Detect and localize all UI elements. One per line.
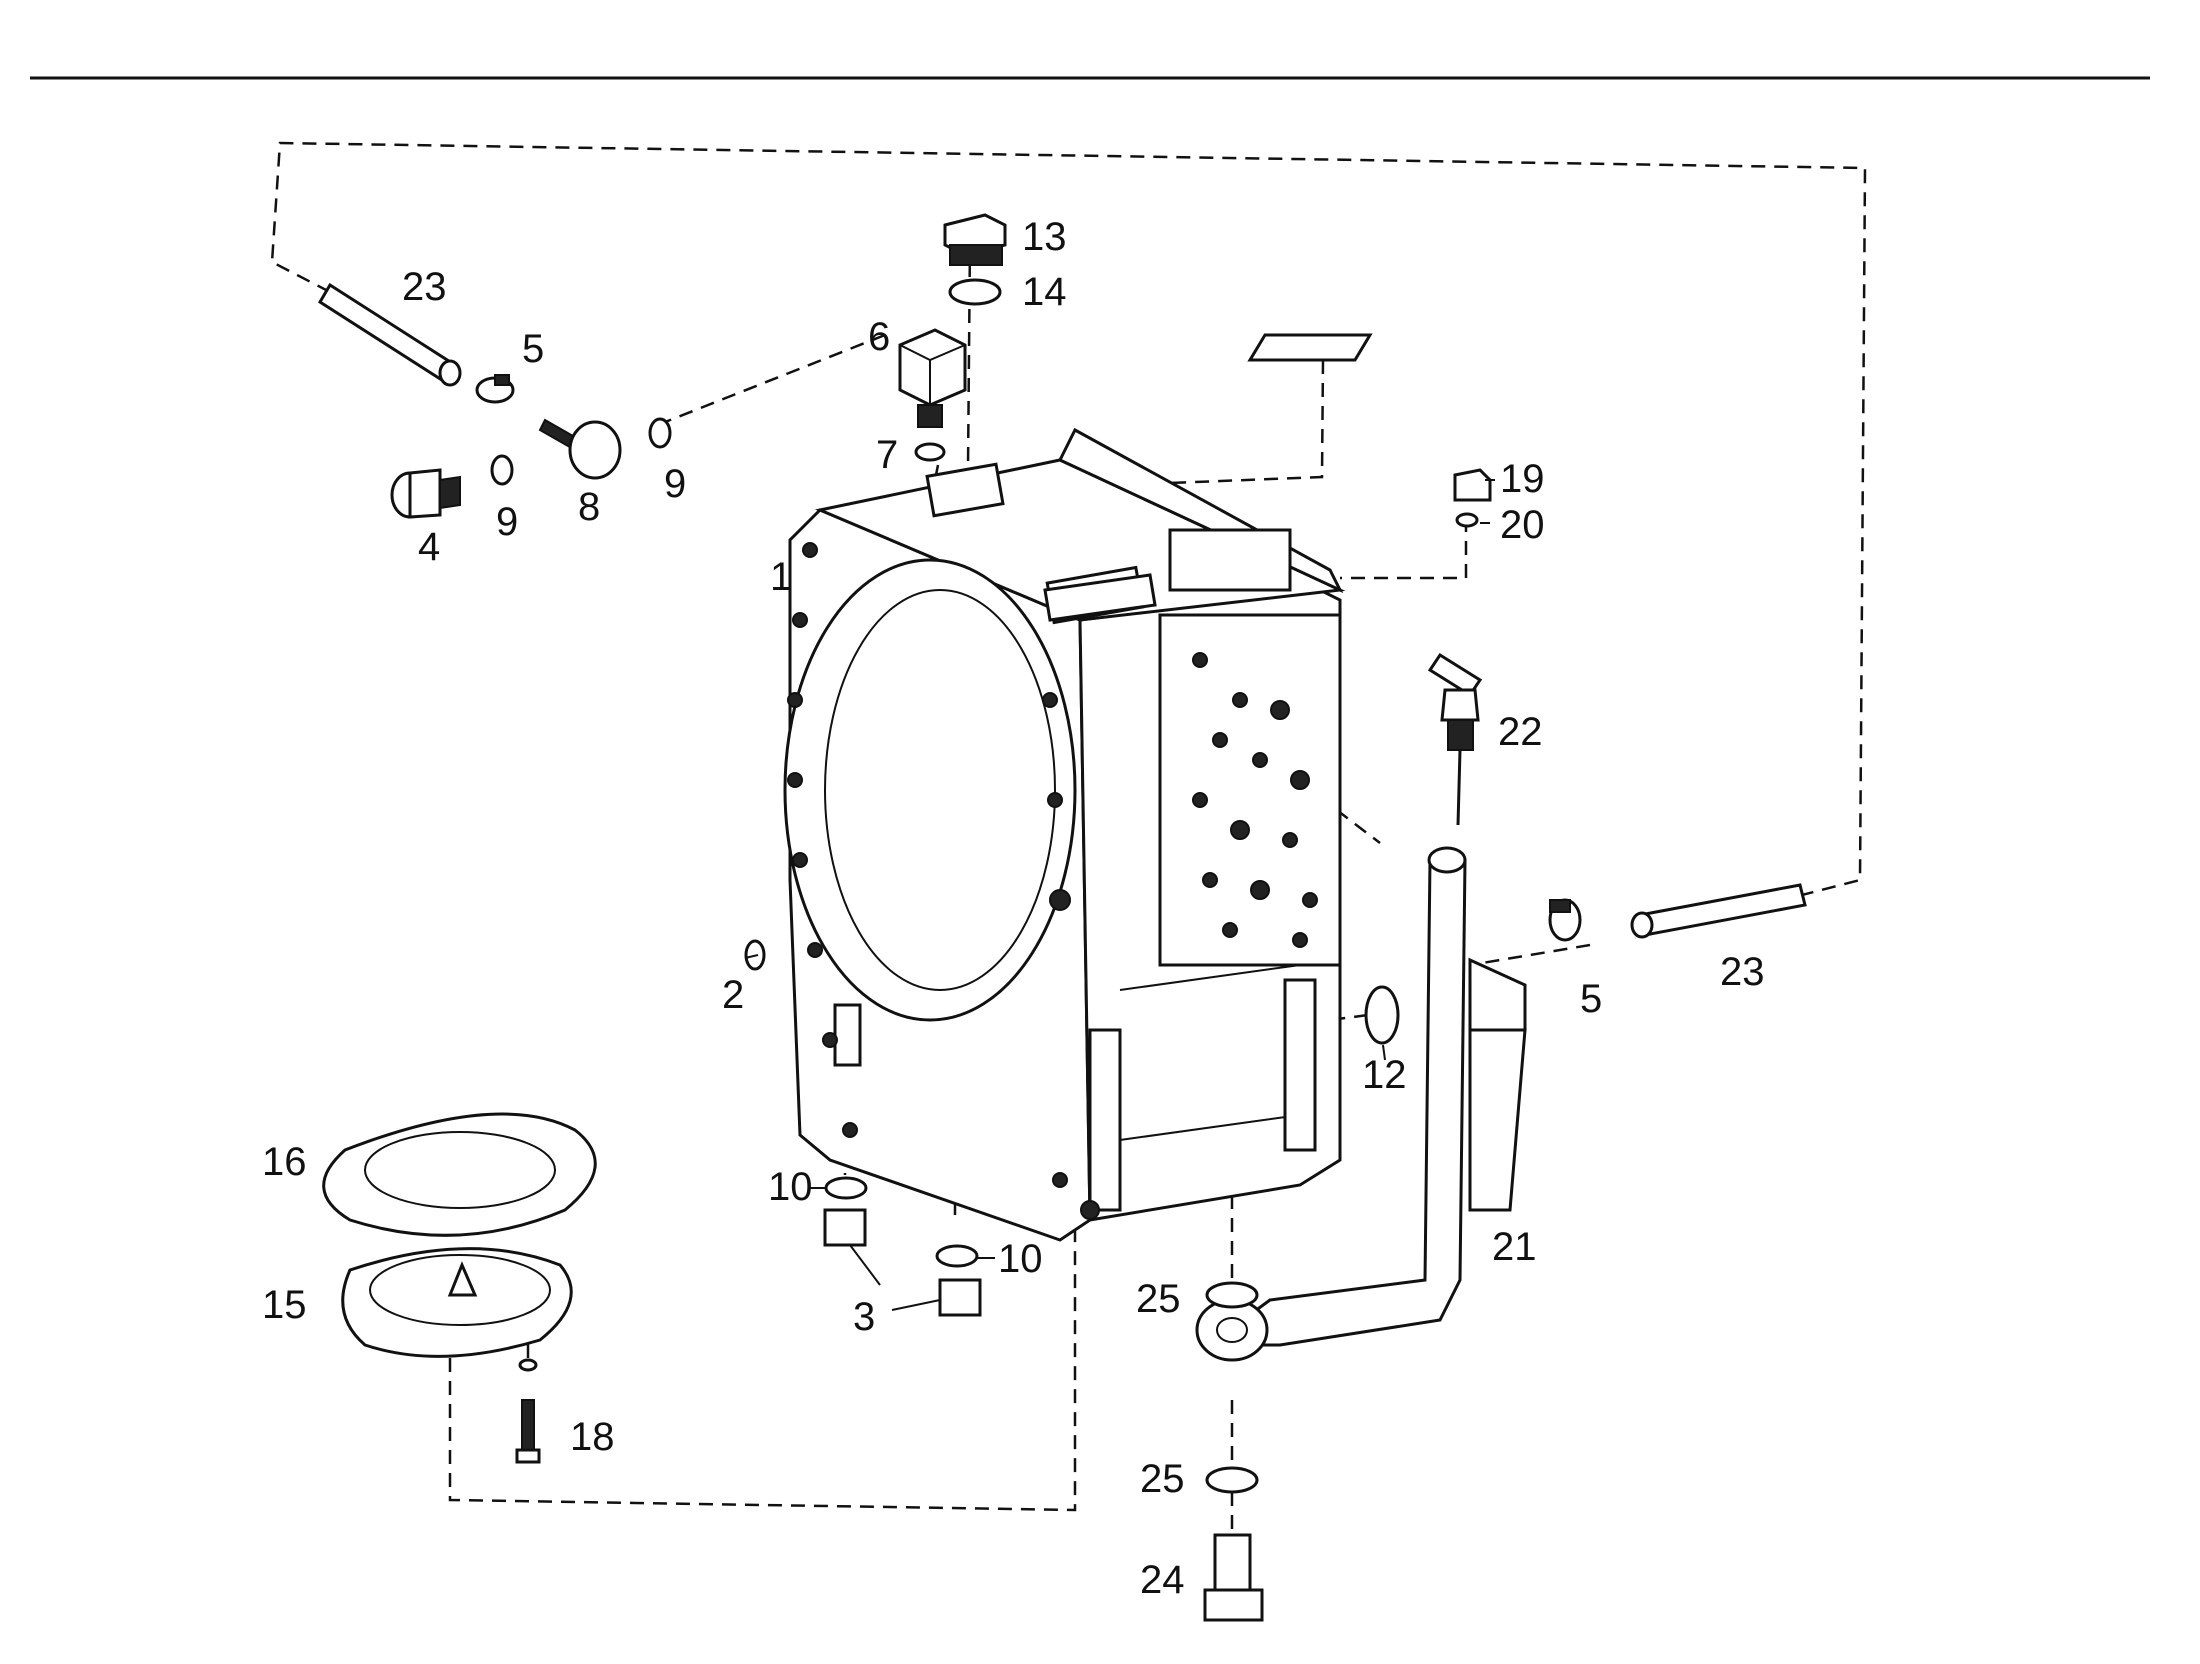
callout-5-top: 5 [522, 327, 544, 371]
callout-13: 13 [1022, 215, 1067, 259]
part-20-washer [1455, 512, 1479, 528]
callout-labels: 1 2 3 4 5 5 6 7 8 9 9 10 10 12 13 14 15 … [262, 215, 1765, 1602]
callout-22: 22 [1498, 710, 1543, 754]
callout-15: 15 [262, 1283, 307, 1327]
callout-14: 14 [1022, 270, 1067, 314]
callout-25-top: 25 [1136, 1277, 1181, 1321]
part-9-washer-left [490, 454, 514, 486]
callout-10-left: 10 [768, 1165, 813, 1209]
part-21-pipe [1195, 846, 1467, 1362]
callout-12: 12 [1362, 1053, 1407, 1097]
callout-1: 1 [770, 555, 792, 599]
callout-10-right: 10 [998, 1237, 1043, 1281]
callout-7: 7 [876, 433, 898, 477]
leader-lines [744, 479, 1495, 1311]
part-5-clamp-top [475, 374, 515, 404]
part-6-block [898, 328, 967, 428]
callout-24: 24 [1140, 1558, 1185, 1602]
part-9-washer-right [648, 417, 672, 449]
callout-25-bottom: 25 [1140, 1457, 1185, 1501]
callout-2: 2 [722, 973, 744, 1017]
callout-6: 6 [868, 315, 890, 359]
part-25-washer-top [1205, 1281, 1259, 1309]
plate-cover [1043, 573, 1157, 622]
callout-5-right: 5 [1580, 977, 1602, 1021]
transmission-housing [783, 427, 1346, 1242]
part-23-pipe-top [317, 282, 462, 387]
callout-3: 3 [853, 1295, 875, 1339]
bracket-right [1468, 957, 1527, 1212]
part-10-washer-left [824, 1176, 868, 1200]
part-23-pipe-right [1630, 883, 1807, 939]
callout-9-left: 9 [496, 500, 518, 544]
callout-4: 4 [418, 525, 440, 569]
callout-23-top: 23 [402, 265, 447, 309]
part-16-gasket [322, 1112, 597, 1237]
callout-8: 8 [578, 485, 600, 529]
callout-23-right: 23 [1720, 950, 1765, 994]
part-22-dipstick [1427, 652, 1483, 826]
part-25-washer-bottom [1205, 1466, 1259, 1494]
callout-20: 20 [1500, 503, 1545, 547]
part-8-banjo [538, 418, 622, 480]
part-15-cover [341, 1247, 573, 1358]
assembly-dashed-lines [270, 141, 1867, 1530]
part-12-cover [1364, 985, 1400, 1045]
part-3-plug-left [823, 1208, 867, 1247]
part-13-plug [943, 213, 1007, 266]
callout-21: 21 [1492, 1225, 1537, 1269]
part-19-plug [1453, 468, 1492, 502]
callout-9-right: 9 [664, 462, 686, 506]
part-10-washer-right [935, 1244, 979, 1268]
part-7-washer [914, 442, 946, 462]
part-14-seal-ring [948, 278, 1002, 306]
part-24-bolt [1203, 1533, 1264, 1622]
part-3-plug-right [938, 1278, 982, 1317]
plate-top [1247, 333, 1373, 362]
part-4-banjo-bolt [390, 468, 461, 519]
part-5-clamp-right [1548, 898, 1582, 942]
callout-18: 18 [570, 1415, 615, 1459]
part-18-bolt [515, 1358, 541, 1464]
callout-19: 19 [1500, 457, 1545, 501]
callout-16: 16 [262, 1140, 307, 1184]
